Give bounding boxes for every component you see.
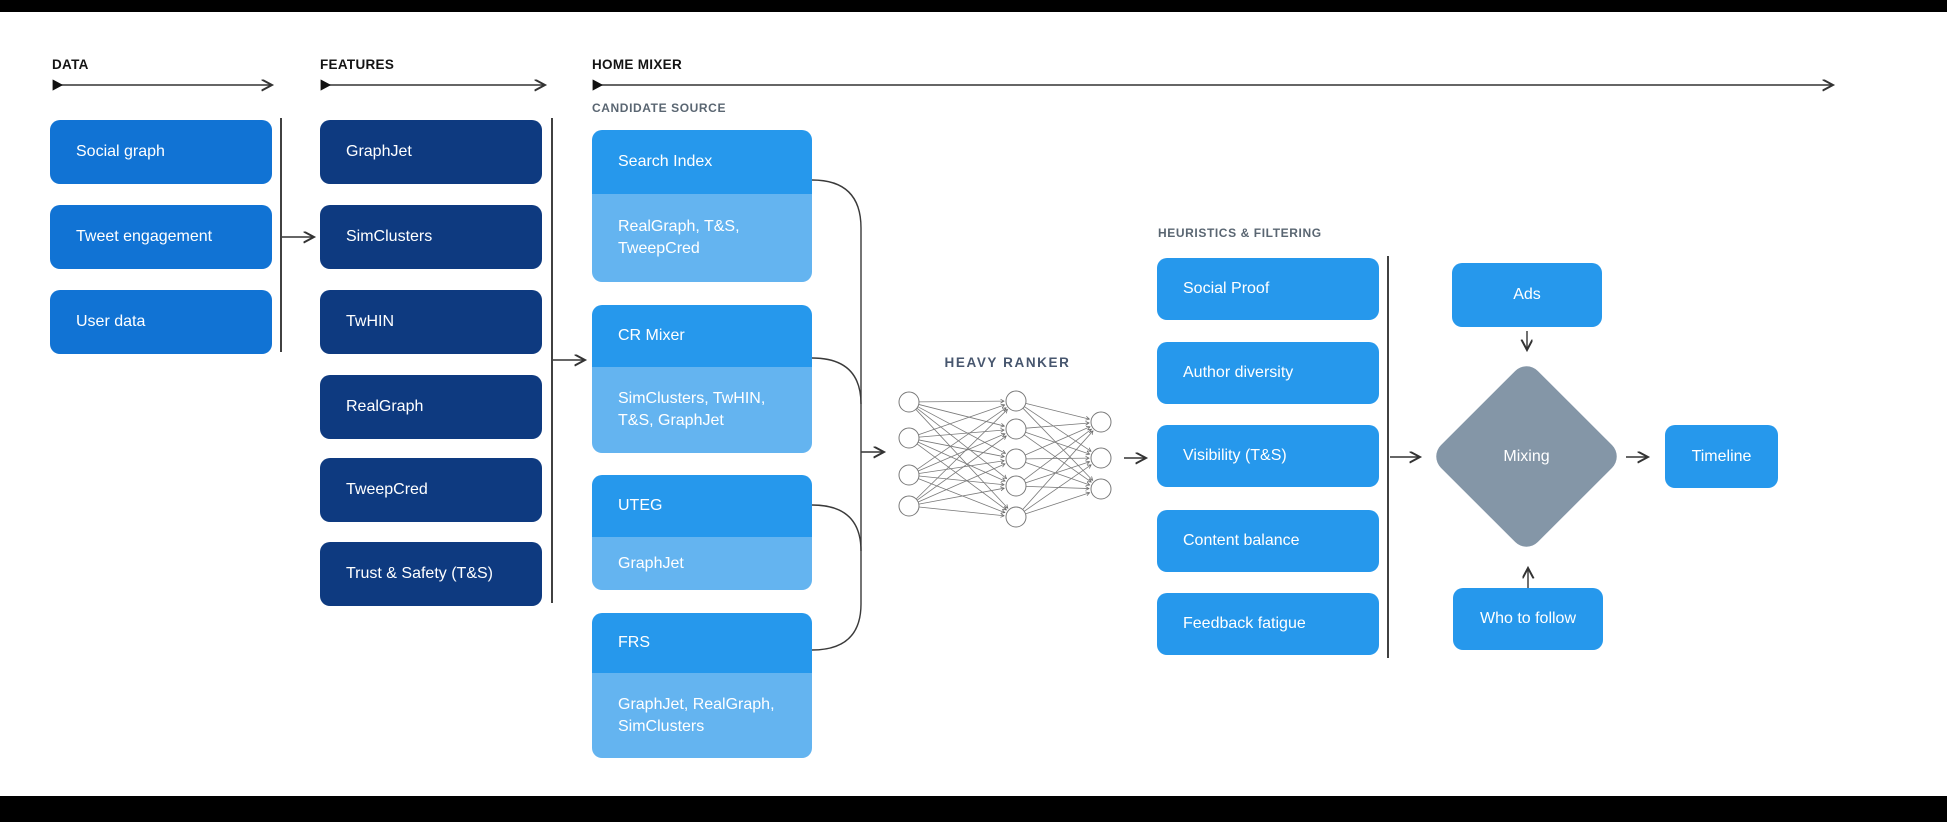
candidate-header: Search Index <box>592 130 812 194</box>
bottom-letterbox-bar <box>0 796 1947 822</box>
curve-cr-mixer <box>811 357 862 405</box>
features-section-label: FEATURES <box>320 57 395 72</box>
neural-network-illustration <box>898 390 1112 528</box>
box-label: Feedback fatigue <box>1183 615 1306 632</box>
box-label: Visibility (T&S) <box>1183 447 1287 464</box>
candidate-header: UTEG <box>592 475 812 537</box>
heuristics-item-content-balance: Content balance <box>1157 510 1379 572</box>
curve-uteg <box>811 504 862 552</box>
box-label: RealGraph <box>346 398 424 415</box>
box-label: SimClusters, TwHIN, T&S, GraphJet <box>618 390 766 429</box>
heuristics-item-social-proof: Social Proof <box>1157 258 1379 320</box>
box-label: User data <box>76 313 146 330</box>
heuristics-filtering-label: HEURISTICS & FILTERING <box>1158 226 1322 240</box>
box-label: Author diversity <box>1183 364 1294 381</box>
curve-frs <box>811 603 862 651</box>
data-item-tweet-engagement: Tweet engagement <box>50 205 272 269</box>
features-item-trust-safety: Trust & Safety (T&S) <box>320 542 542 606</box>
candidate-source-label: CANDIDATE SOURCE <box>592 101 727 115</box>
heuristics-item-visibility: Visibility (T&S) <box>1157 425 1379 487</box>
features-item-simclusters: SimClusters <box>320 205 542 269</box>
box-label: Content balance <box>1183 532 1300 549</box>
box-label: Tweet engagement <box>76 228 213 245</box>
candidate-cr-mixer: CR Mixer SimClusters, TwHIN, T&S, GraphJ… <box>592 305 812 453</box>
box-label: Search Index <box>618 153 713 170</box>
candidate-sources-list: GraphJet <box>592 537 812 590</box>
home-mixer-section-label: HOME MIXER <box>592 57 683 72</box>
box-label: RealGraph, T&S, TweepCred <box>618 218 740 257</box>
top-letterbox-bar <box>0 0 1947 12</box>
box-label: GraphJet <box>618 554 684 572</box>
data-item-user-data: User data <box>50 290 272 354</box>
data-section-label: DATA <box>52 57 89 72</box>
heuristics-item-author-diversity: Author diversity <box>1157 342 1379 404</box>
heavy-ranker-label: HEAVY RANKER <box>944 355 1071 370</box>
box-label: Trust & Safety (T&S) <box>346 565 493 582</box>
box-label: TwHIN <box>346 313 394 330</box>
candidate-frs: FRS GraphJet, RealGraph, SimClusters <box>592 613 812 758</box>
box-label: Timeline <box>1691 447 1752 465</box>
box-label: TweepCred <box>346 481 428 498</box>
features-item-graphjet: GraphJet <box>320 120 542 184</box>
box-label: GraphJet, RealGraph, SimClusters <box>618 695 775 735</box>
features-item-tweepcred: TweepCred <box>320 458 542 522</box>
timeline-box: Timeline <box>1665 425 1778 488</box>
heuristics-item-feedback-fatigue: Feedback fatigue <box>1157 593 1379 655</box>
box-label: GraphJet <box>346 143 412 160</box>
box-label: Who to follow <box>1479 610 1577 627</box>
box-label: CR Mixer <box>618 327 685 344</box>
mixing-diamond: Mixing <box>1429 359 1624 554</box>
box-label: Social graph <box>76 143 165 160</box>
who-to-follow-box: Who to follow <box>1453 588 1603 650</box>
ads-box: Ads <box>1452 263 1602 327</box>
candidate-merge-curves <box>811 179 862 651</box>
candidate-header: FRS <box>592 613 812 673</box>
curve-search-index <box>811 179 862 229</box>
candidate-sources-list: GraphJet, RealGraph, SimClusters <box>592 673 812 758</box>
candidate-search-index: Search Index RealGraph, T&S, TweepCred <box>592 130 812 282</box>
candidate-header: CR Mixer <box>592 305 812 367</box>
features-item-twhin: TwHIN <box>320 290 542 354</box>
box-label: Mixing <box>1503 447 1550 465</box>
data-item-social-graph: Social graph <box>50 120 272 184</box>
candidate-sources-list: SimClusters, TwHIN, T&S, GraphJet <box>592 367 812 453</box>
candidate-sources-list: RealGraph, T&S, TweepCred <box>592 194 812 282</box>
box-label: SimClusters <box>346 228 433 245</box>
candidate-uteg: UTEG GraphJet <box>592 475 812 590</box>
box-label: FRS <box>618 634 650 651</box>
features-item-realgraph: RealGraph <box>320 375 542 439</box>
box-label: Ads <box>1513 286 1541 303</box>
box-label: Social Proof <box>1183 280 1270 297</box>
box-label: UTEG <box>618 497 663 514</box>
